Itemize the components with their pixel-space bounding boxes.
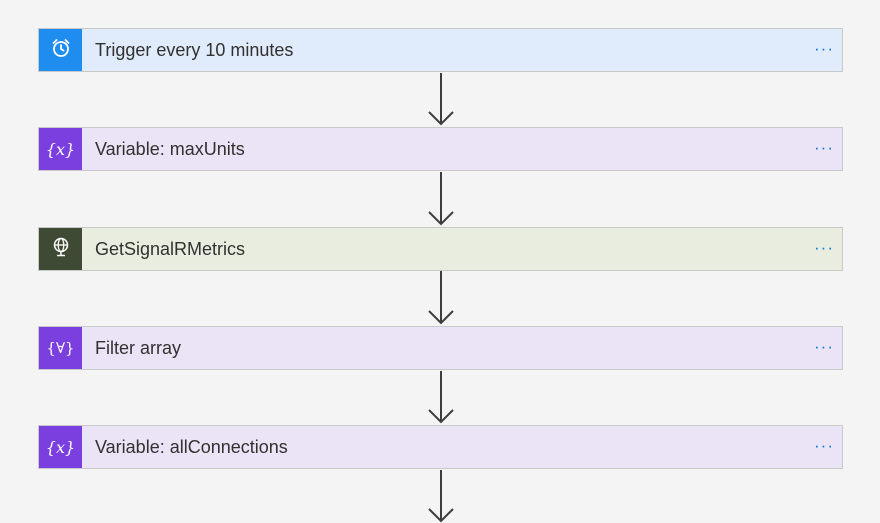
flow-arrow: [428, 172, 454, 226]
variable-icon-box: {x}: [39, 128, 82, 170]
step-card-trigger[interactable]: Trigger every 10 minutes ···: [38, 28, 843, 72]
step-title: Filter array: [95, 337, 182, 358]
filter-array-icon: {∀}: [46, 339, 75, 357]
more-options-button[interactable]: ···: [814, 435, 834, 455]
more-options-button[interactable]: ···: [814, 237, 834, 257]
flow-arrow: [428, 271, 454, 325]
variable-icon: {x}: [45, 139, 76, 159]
step-card-variable-maxunits[interactable]: {x} Variable: maxUnits ···: [38, 127, 843, 171]
variable-icon-box: {x}: [39, 426, 82, 468]
step-card-getsignalrmetrics[interactable]: GetSignalRMetrics ···: [38, 227, 843, 271]
flow-arrow: [428, 470, 454, 523]
flow-arrow: [428, 371, 454, 424]
http-icon-box: [39, 228, 82, 270]
flow-arrow: [428, 73, 454, 126]
step-card-filter-array[interactable]: {∀} Filter array ···: [38, 326, 843, 370]
step-card-variable-allconnections[interactable]: {x} Variable: allConnections ···: [38, 425, 843, 469]
step-title: Variable: allConnections: [95, 436, 288, 457]
step-title: GetSignalRMetrics: [95, 238, 246, 259]
step-title: Trigger every 10 minutes: [95, 39, 294, 60]
filter-icon-box: {∀}: [39, 327, 82, 369]
more-options-button[interactable]: ···: [814, 336, 834, 356]
alarm-clock-icon: [50, 37, 72, 64]
more-options-button[interactable]: ···: [814, 137, 834, 157]
variable-icon: {x}: [45, 437, 76, 457]
globe-icon: [50, 236, 72, 263]
more-options-button[interactable]: ···: [814, 38, 834, 58]
trigger-icon-box: [39, 29, 82, 71]
step-title: Variable: maxUnits: [95, 138, 245, 159]
